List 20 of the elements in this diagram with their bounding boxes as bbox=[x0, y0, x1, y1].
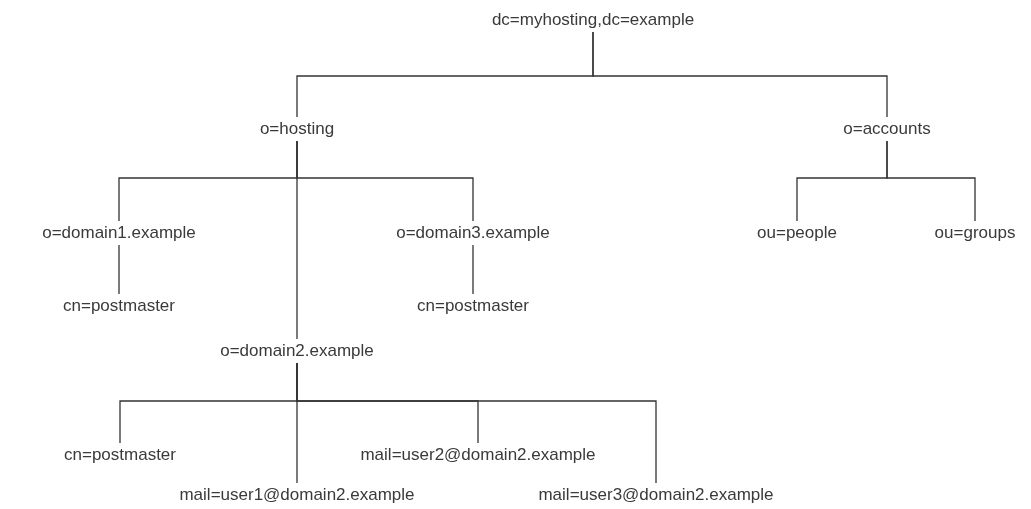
node-label: ou=people bbox=[753, 222, 841, 244]
node-label: cn=postmaster bbox=[59, 295, 179, 317]
node-label: o=domain3.example bbox=[392, 222, 554, 244]
node-label: mail=user2@domain2.example bbox=[356, 444, 600, 466]
node-label: mail=user1@domain2.example bbox=[175, 484, 419, 506]
node-label: o=accounts bbox=[839, 118, 935, 140]
connector-line bbox=[472, 244, 474, 295]
node-label: mail=user3@domain2.example bbox=[534, 484, 778, 506]
node-label: dc=myhosting,dc=example bbox=[487, 9, 699, 31]
connector-line bbox=[296, 362, 657, 484]
node-label: o=hosting bbox=[255, 118, 339, 140]
connector-line bbox=[886, 140, 976, 222]
connector-line bbox=[592, 31, 888, 118]
node-label: o=domain1.example bbox=[38, 222, 200, 244]
connector-line bbox=[118, 244, 120, 295]
node-label: o=domain2.example bbox=[216, 340, 378, 362]
node-label: cn=postmaster bbox=[413, 295, 533, 317]
node-label: ou=groups bbox=[930, 222, 1020, 244]
connector-line bbox=[296, 140, 298, 340]
node-label: cn=postmaster bbox=[60, 444, 180, 466]
